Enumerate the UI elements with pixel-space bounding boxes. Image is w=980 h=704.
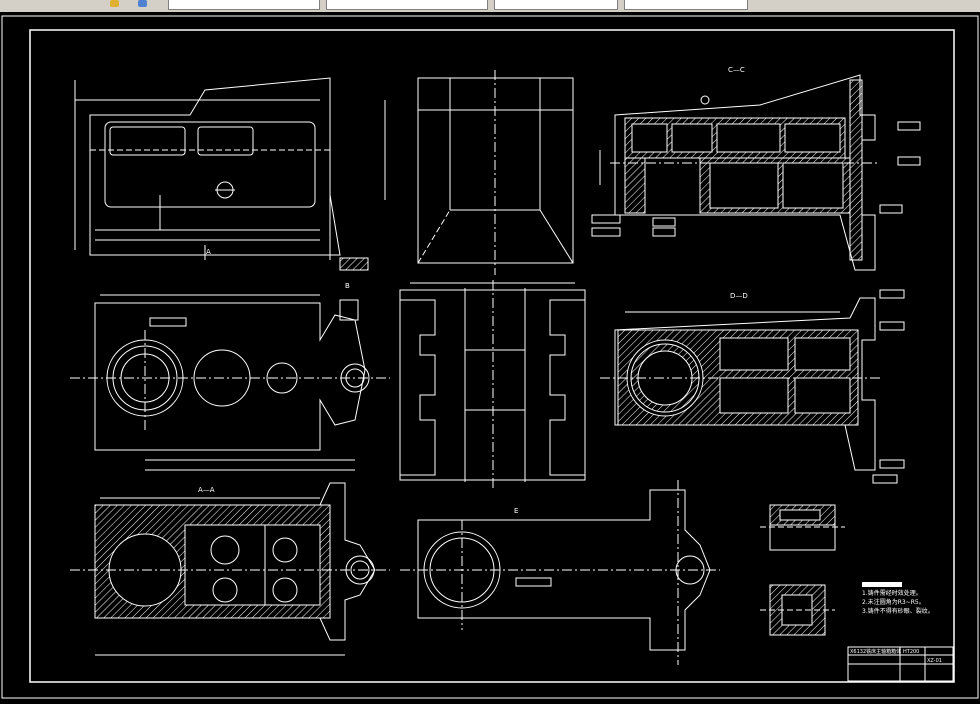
color-icon[interactable] bbox=[138, 0, 147, 7]
layer-icon[interactable] bbox=[110, 0, 119, 7]
drawing-number: XZ-01 bbox=[927, 658, 942, 664]
notes-title-bar bbox=[862, 582, 902, 587]
section-label-e: E bbox=[514, 507, 518, 515]
drawing-sheet: A bbox=[1, 15, 979, 699]
section-label-b: B bbox=[345, 282, 350, 290]
detail-view-1 bbox=[760, 504, 845, 551]
title-block bbox=[847, 646, 954, 682]
side-view-top-center bbox=[417, 70, 574, 275]
linetype-dropdown[interactable] bbox=[494, 0, 618, 10]
detail-view-2 bbox=[760, 584, 835, 636]
color-dropdown[interactable] bbox=[326, 0, 488, 10]
note-line-1: 1.铸件需经时效处理。 bbox=[862, 589, 922, 597]
top-view-mid-center bbox=[399, 280, 586, 490]
section-view-d-d bbox=[600, 289, 905, 484]
layer-dropdown[interactable] bbox=[168, 0, 320, 10]
section-label-d-d: D—D bbox=[730, 292, 748, 300]
material: HT200 bbox=[903, 649, 919, 655]
front-view-top-left bbox=[74, 77, 386, 271]
inner-border bbox=[29, 29, 955, 683]
section-view-c-c bbox=[591, 74, 921, 271]
section-label-a-a: A—A bbox=[198, 486, 215, 494]
lineweight-dropdown[interactable] bbox=[624, 0, 748, 10]
note-line-2: 2.未注圆角为R3~R5。 bbox=[862, 598, 925, 606]
section-view-a-a bbox=[70, 482, 390, 656]
note-line-3: 3.铸件不得有砂眼、裂纹。 bbox=[862, 607, 934, 615]
plan-view-mid-left bbox=[70, 294, 390, 471]
section-label-a: A bbox=[206, 248, 211, 256]
drawing-canvas[interactable]: A bbox=[0, 12, 980, 700]
section-label-c-c: C—C bbox=[728, 66, 745, 74]
drawing-name: X6132铣床主轴箱箱体 bbox=[850, 648, 901, 655]
outer-border bbox=[1, 15, 979, 699]
side-view-bottom-center bbox=[400, 480, 720, 665]
